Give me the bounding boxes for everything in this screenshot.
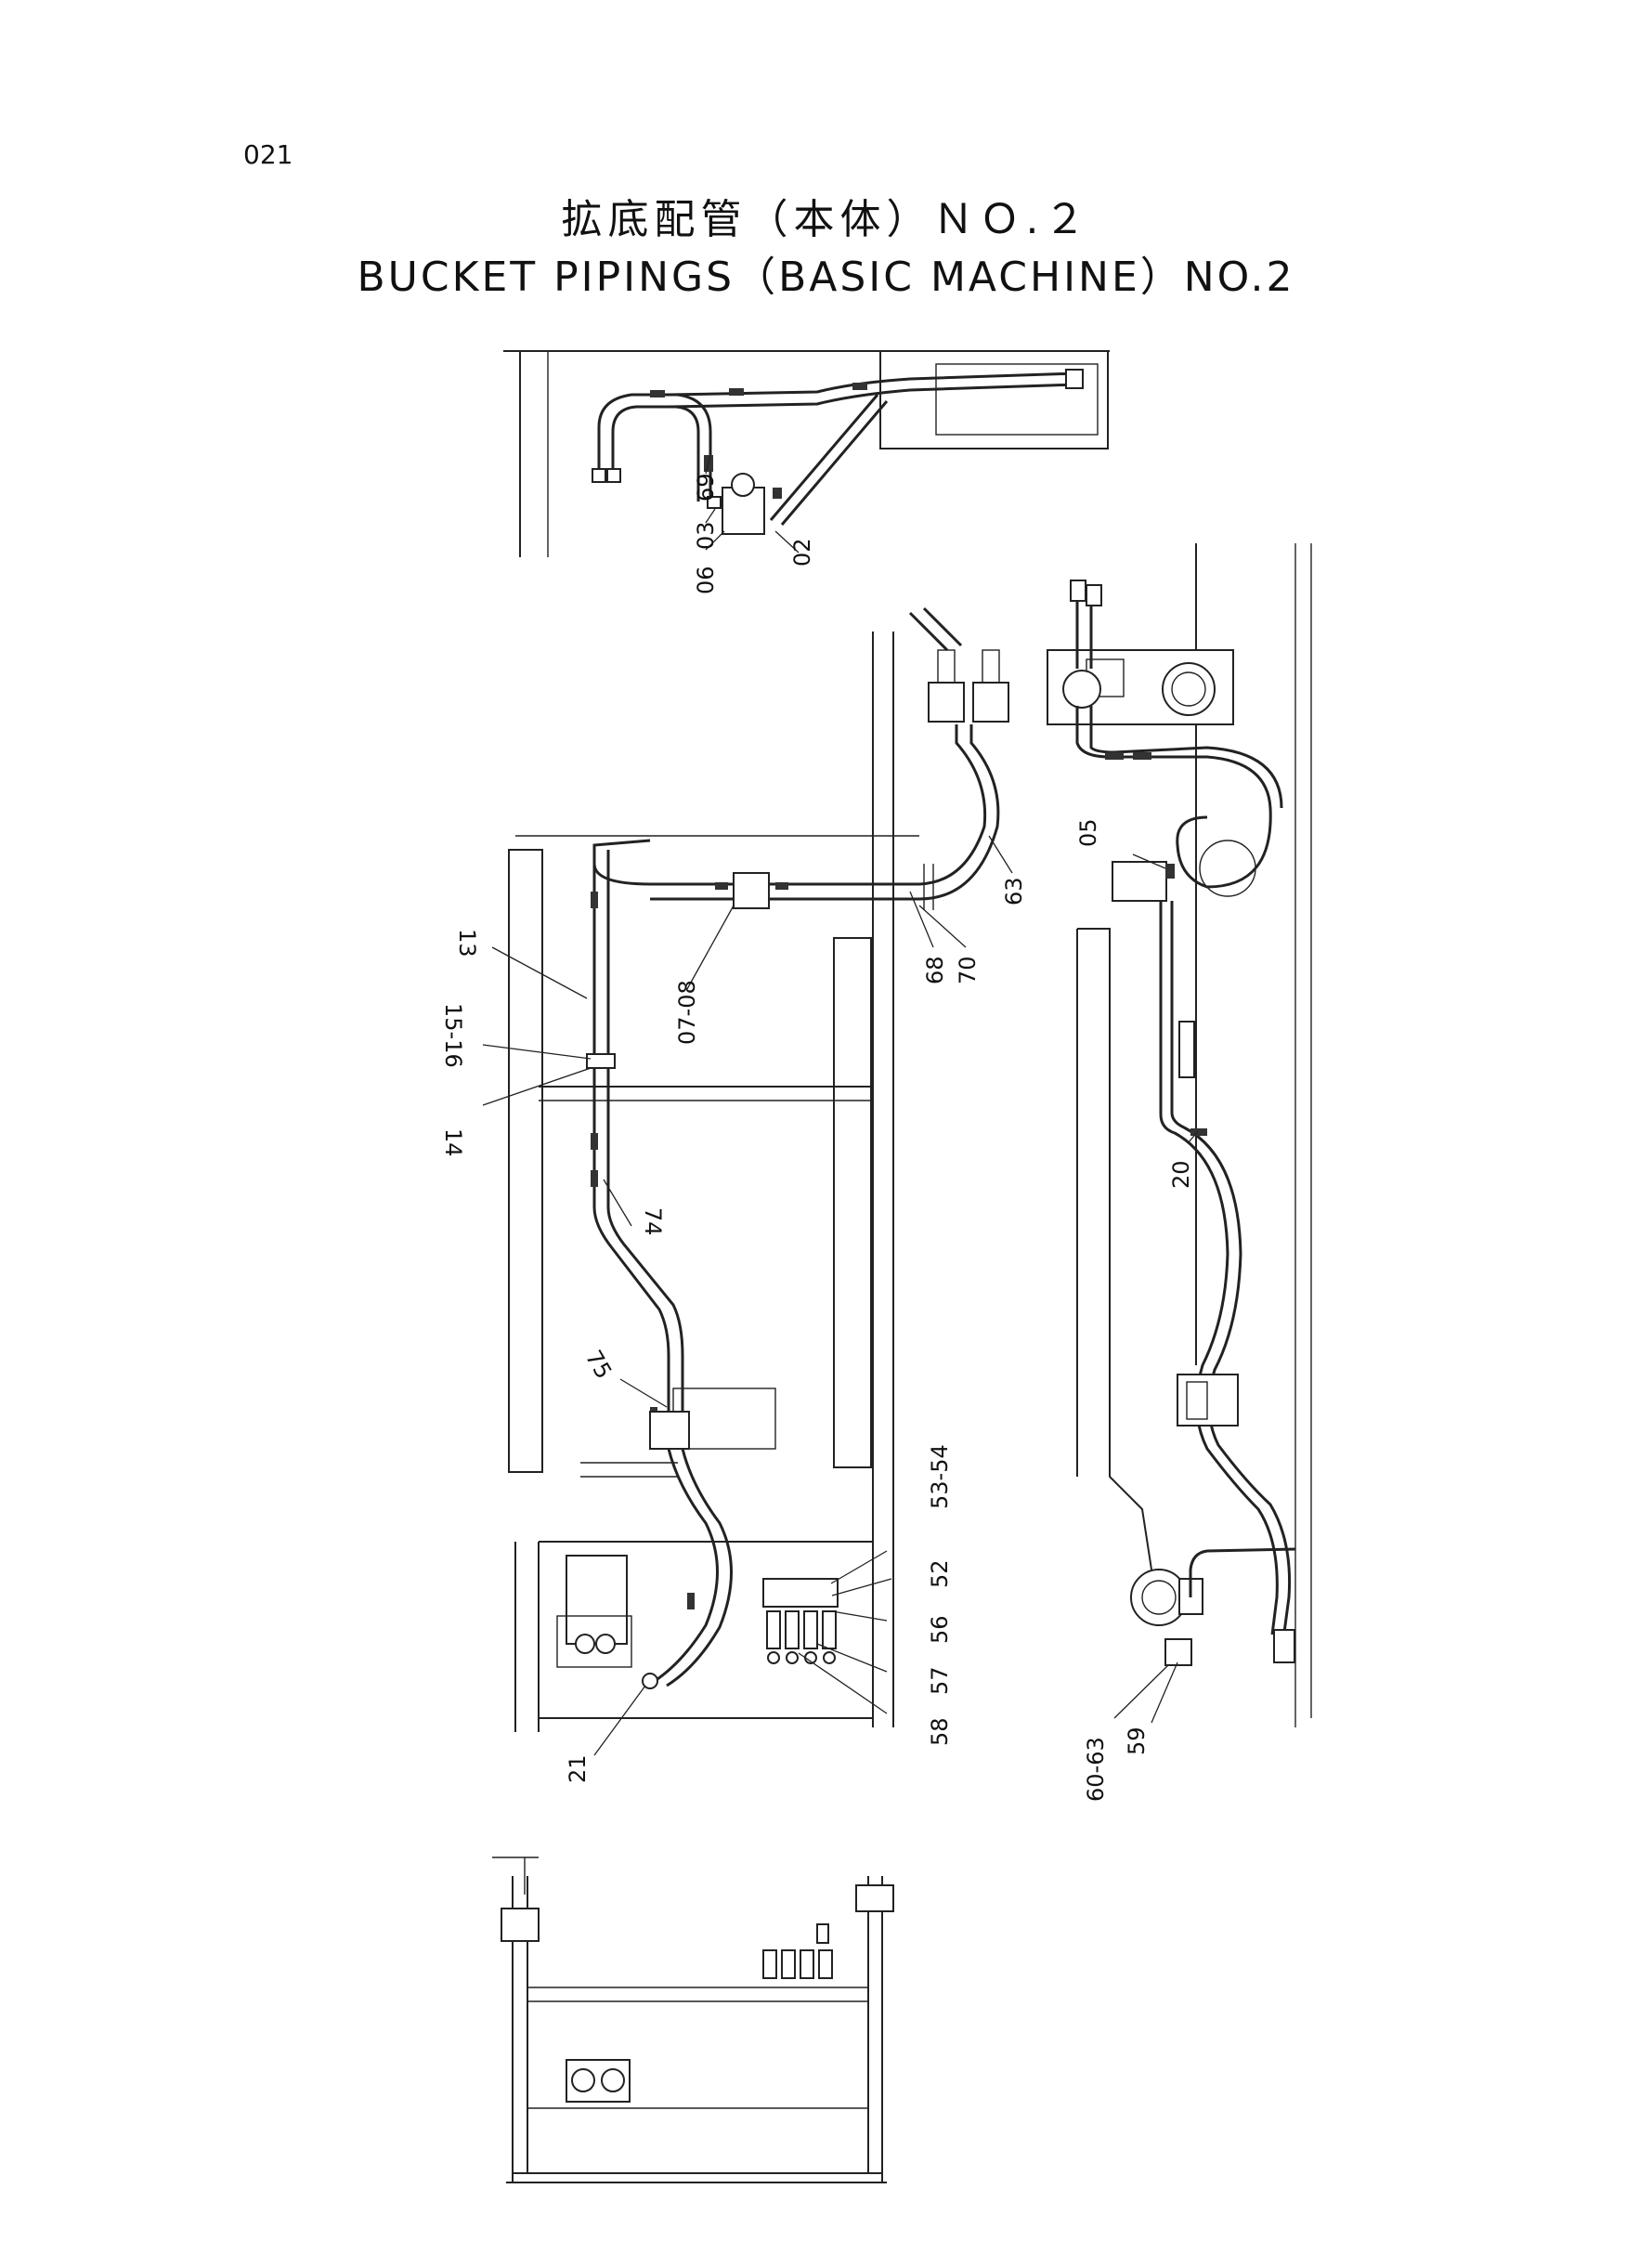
right-side-view xyxy=(1047,543,1312,1727)
label-02: 02 xyxy=(789,538,815,567)
label-75: 75 xyxy=(580,1346,618,1383)
title-japanese: 拡底配管（本体）ＮＯ.２ xyxy=(561,196,1091,243)
label-57: 57 xyxy=(927,1666,953,1695)
page-number: 021 xyxy=(243,139,293,170)
label-20: 20 xyxy=(1168,1160,1194,1189)
label-59: 59 xyxy=(1124,1726,1150,1755)
label-07-08: 07-08 xyxy=(674,980,700,1045)
label-74: 74 xyxy=(640,1207,666,1236)
title-english: BUCKET PIPINGS（BASIC MACHINE）NO.2 xyxy=(357,254,1295,301)
label-58: 58 xyxy=(927,1717,953,1746)
label-52: 52 xyxy=(927,1559,953,1588)
label-60-63: 60-63 xyxy=(1083,1737,1109,1802)
label-13: 13 xyxy=(454,929,480,958)
top-detail-view xyxy=(503,350,1110,557)
label-70: 70 xyxy=(955,956,981,984)
label-68: 68 xyxy=(922,956,948,984)
main-frame-view xyxy=(482,606,1013,1756)
label-56: 56 xyxy=(927,1615,953,1644)
label-06: 06 xyxy=(693,566,719,594)
label-63-top: 63 xyxy=(1001,877,1027,905)
bottom-view xyxy=(492,1857,894,2183)
label-21: 21 xyxy=(565,1754,591,1783)
label-15-16: 15-16 xyxy=(440,1003,466,1068)
label-14: 14 xyxy=(440,1128,466,1157)
label-05: 05 xyxy=(1075,818,1101,847)
label-69: 69 xyxy=(693,473,719,502)
label-53-54: 53-54 xyxy=(927,1444,953,1509)
label-03: 03 xyxy=(693,521,719,550)
